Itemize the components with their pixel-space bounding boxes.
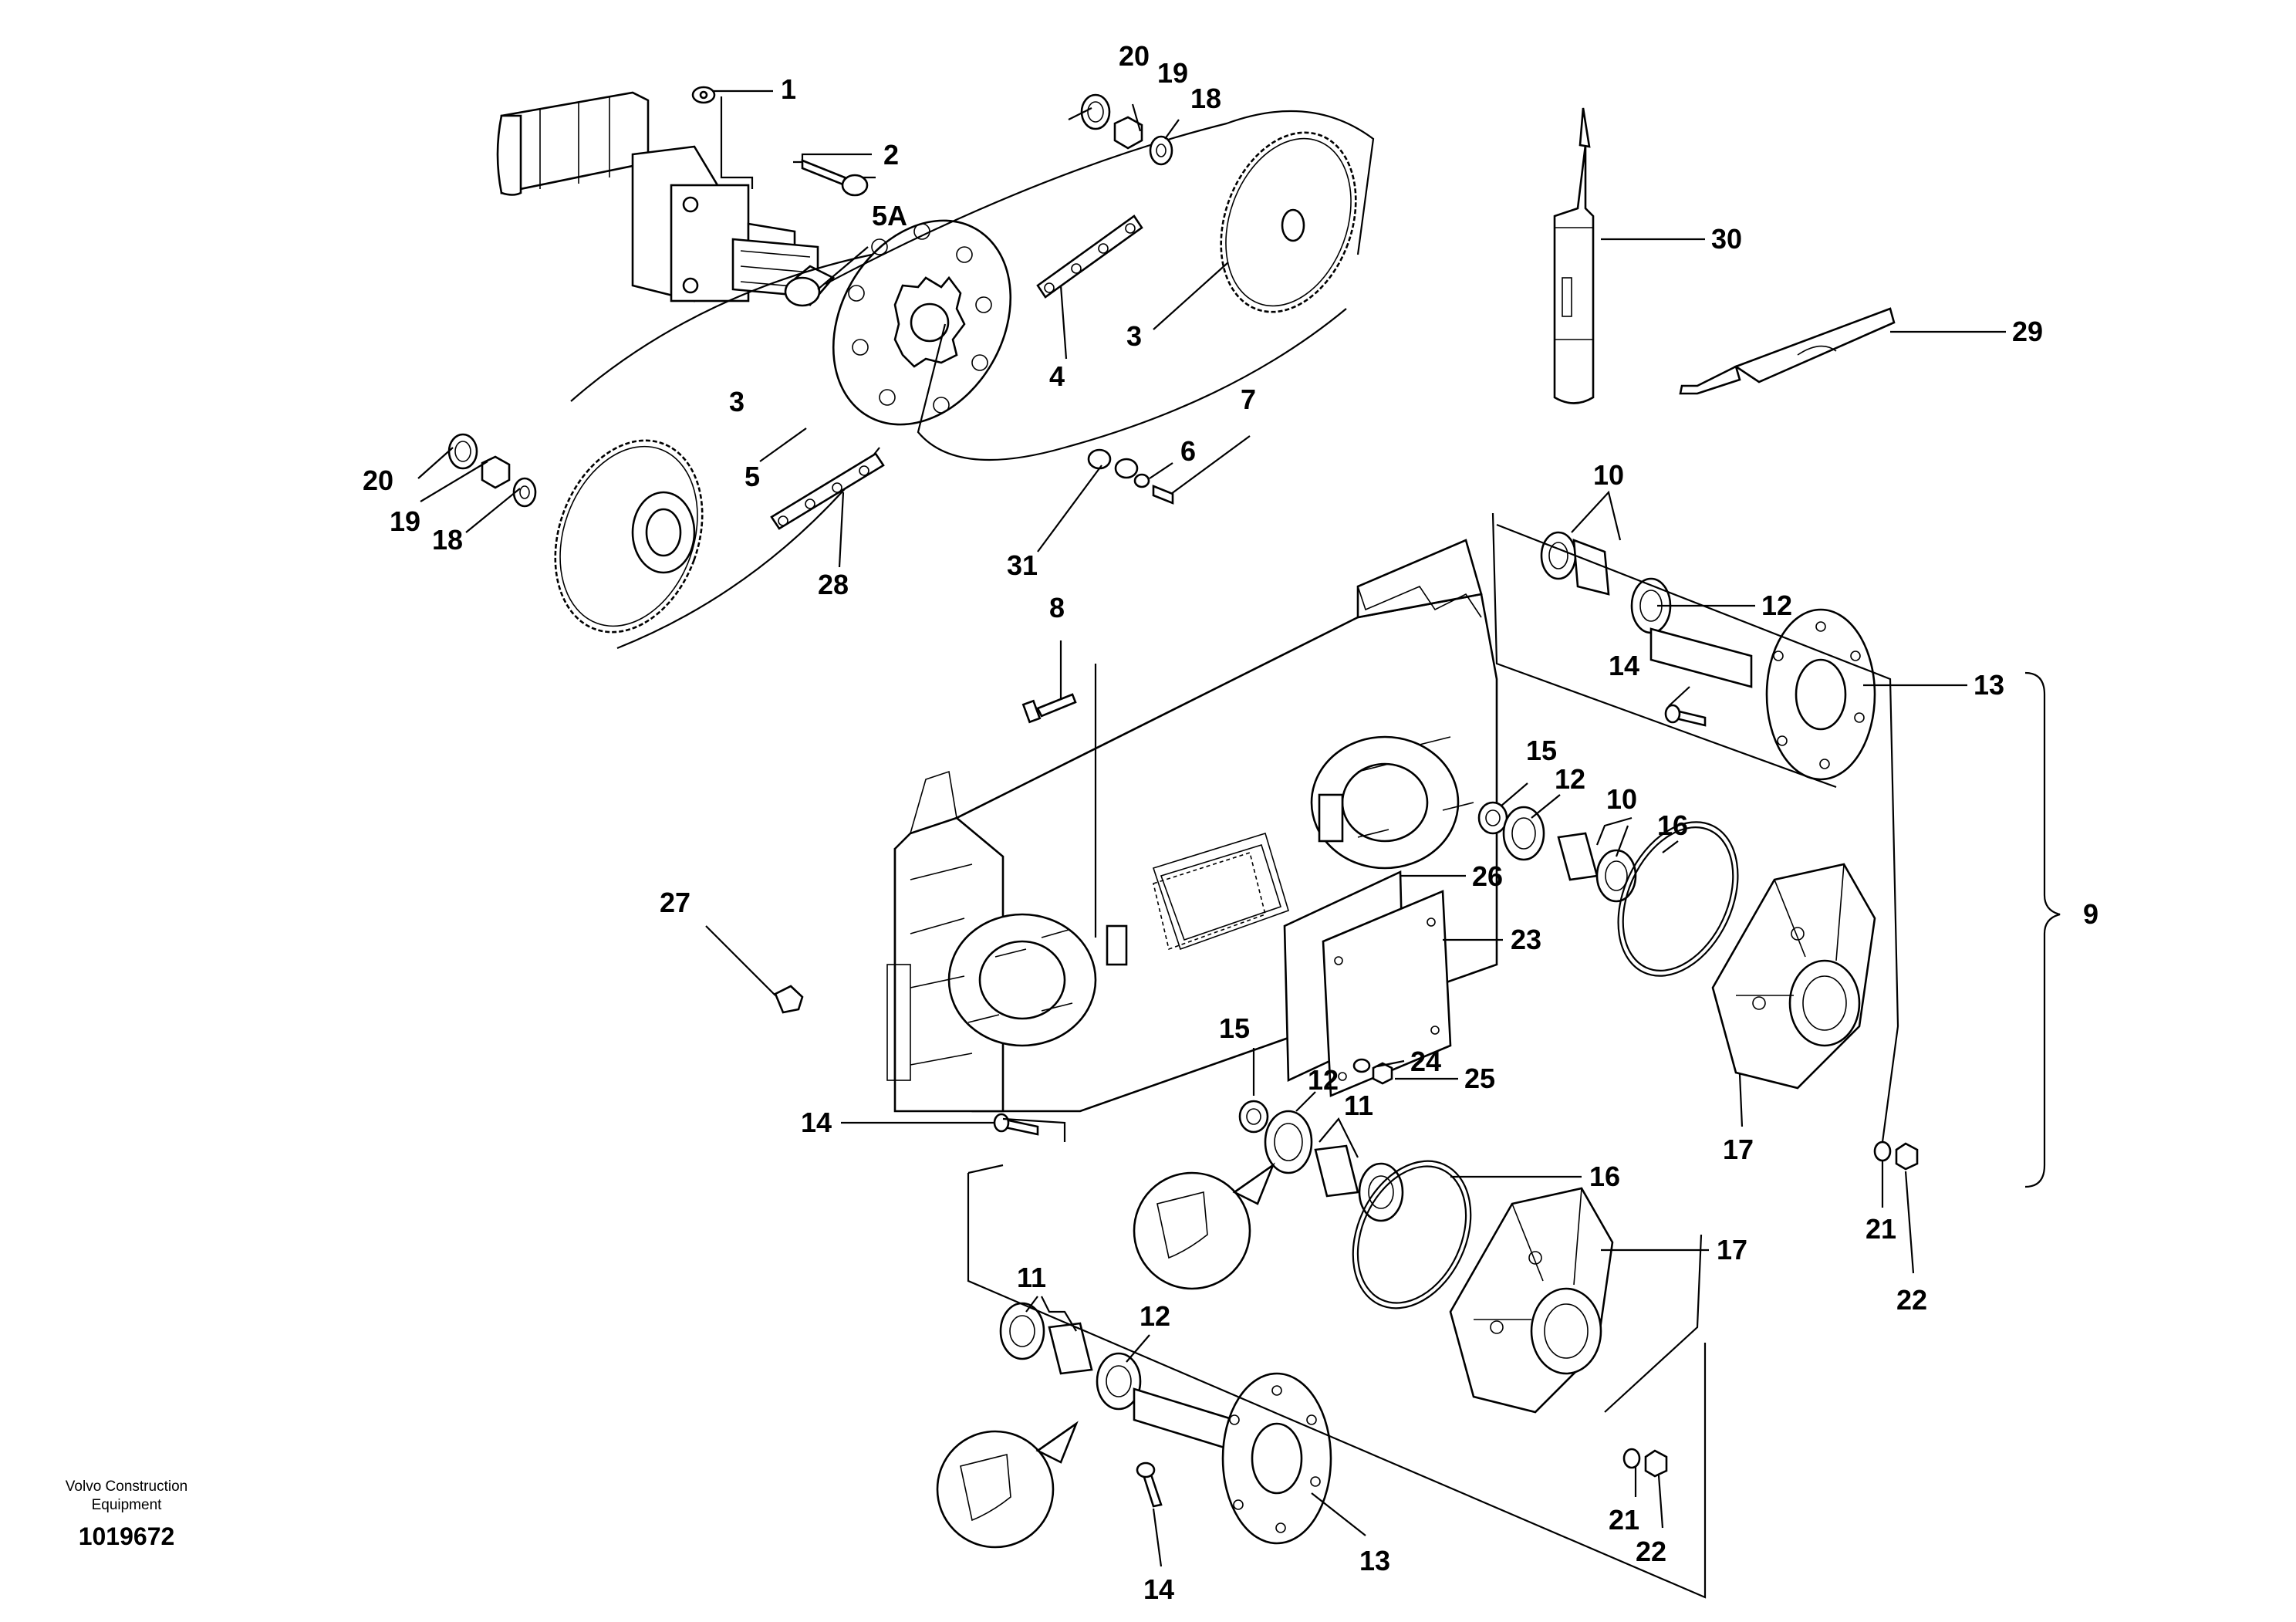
caption-block: Volvo Construction Equipment 1019672: [66, 1478, 187, 1550]
callout-16-right: 16: [1657, 809, 1688, 841]
callout-18-lower: 18: [432, 524, 463, 556]
callout-3-lower: 3: [729, 386, 745, 417]
callout-21-right: 21: [1866, 1213, 1896, 1245]
bearing-set-bottom: [999, 1302, 1142, 1411]
breather-27: [774, 985, 804, 1014]
callout-23: 23: [1511, 924, 1541, 955]
callout-12-bottom: 12: [1140, 1300, 1170, 1332]
oring-16-lower: [1352, 1160, 1472, 1309]
nut-1: [691, 86, 716, 104]
callout-31: 31: [1007, 549, 1038, 581]
callout-1: 1: [781, 73, 796, 105]
washer-nut-24-25: [1352, 1058, 1393, 1085]
group-outline-lines: [967, 512, 1899, 1599]
callout-11-lower: 11: [1344, 1090, 1373, 1121]
callout-17-right: 17: [1723, 1134, 1754, 1165]
screws-14: [993, 704, 1707, 1508]
axle-flange-13-upper: [1649, 608, 1876, 781]
callout-22-bottom: 22: [1636, 1536, 1666, 1567]
callout-7: 7: [1241, 384, 1256, 415]
chain-link-28: [770, 452, 885, 530]
chain-link-4: [1036, 215, 1143, 299]
callout-3-upper: 3: [1126, 320, 1142, 352]
washer-nut-group-upper: [1080, 93, 1173, 166]
callout-11-bottom: 11: [1017, 1262, 1046, 1293]
bearing-set-right: [1477, 801, 1637, 903]
detail-circle-lower: [936, 1421, 1079, 1549]
callout-26: 26: [1472, 860, 1503, 892]
hydraulic-motor: [496, 91, 819, 302]
hub-17-right: [1711, 863, 1876, 1090]
callout-17-lower: 17: [1717, 1234, 1747, 1265]
callout-10-upper: 10: [1593, 459, 1624, 491]
group-brace-9: [2024, 671, 2061, 1188]
axle-flange-13-lower: [1133, 1372, 1332, 1545]
callout-14-bottom: 14: [1143, 1573, 1174, 1605]
washers-21-nuts-22: [1622, 1140, 1919, 1478]
studs: [967, 736, 1474, 1023]
callout-9: 9: [2083, 898, 2098, 930]
callout-13-bottom: 13: [1359, 1545, 1390, 1576]
callout-2: 2: [883, 139, 899, 171]
oring-16-right: [1617, 821, 1739, 977]
callout-14-upper: 14: [1609, 650, 1639, 681]
callout-29: 29: [2012, 316, 2043, 347]
hub-17-lower: [1449, 1187, 1614, 1414]
sealant-cartridge-30: [1553, 107, 1595, 404]
callout-10-right: 10: [1606, 783, 1637, 815]
callout-19-upper: 19: [1157, 57, 1188, 89]
sprocket-plate-5: [832, 219, 1012, 426]
callout-30: 30: [1711, 223, 1742, 255]
callout-5: 5: [745, 461, 760, 492]
sprocket-3-lower: [554, 439, 704, 634]
callout-15-lower: 15: [1219, 1012, 1250, 1044]
callout-labels: 1 2 5A 20 19 18 3 4 5 3 20 19 18 28 31 6…: [363, 40, 2098, 1605]
leader-lines: [417, 90, 2006, 1567]
document-number: 1019672: [79, 1522, 175, 1550]
washer-nut-group-lower: [447, 433, 537, 508]
callout-27: 27: [660, 887, 690, 918]
callout-20-upper: 20: [1119, 40, 1150, 72]
grease-tube-29: [1679, 307, 1896, 395]
callout-16-lower: 16: [1589, 1161, 1620, 1192]
callout-21-bottom: 21: [1609, 1504, 1639, 1536]
bushing-5a: [784, 265, 836, 307]
callout-12-right: 12: [1555, 763, 1585, 795]
callout-20-lower: 20: [363, 465, 393, 496]
callout-5a: 5A: [872, 200, 907, 231]
axle-bearing-upper: [1540, 531, 1672, 634]
callout-13-upper: 13: [1974, 669, 2004, 701]
callout-25: 25: [1464, 1063, 1495, 1094]
callout-12-lower: 12: [1308, 1064, 1339, 1096]
screw-8: [1021, 693, 1077, 724]
callout-8: 8: [1049, 592, 1065, 623]
washers-31-6-screw-7: [1087, 448, 1174, 505]
callout-28: 28: [818, 569, 849, 600]
sprocket-3-upper: [1220, 131, 1357, 313]
callout-14-left: 14: [801, 1107, 832, 1138]
callout-19-lower: 19: [390, 505, 420, 537]
callout-22-right: 22: [1896, 1284, 1927, 1316]
cover-plates-26-23: [1283, 870, 1452, 1097]
brand-line-1: Volvo Construction: [66, 1478, 187, 1495]
screw-2: [801, 159, 869, 197]
callout-24: 24: [1410, 1046, 1441, 1077]
brand-line-2: Equipment: [92, 1497, 163, 1513]
bearing-set-lower: [1238, 1100, 1404, 1222]
detail-circle-upper: [1133, 1162, 1275, 1290]
callout-15-right: 15: [1526, 735, 1557, 766]
callout-12-upper: 12: [1761, 590, 1792, 621]
callout-18-upper: 18: [1190, 83, 1221, 114]
callout-4: 4: [1049, 360, 1065, 392]
callout-6: 6: [1180, 435, 1196, 467]
